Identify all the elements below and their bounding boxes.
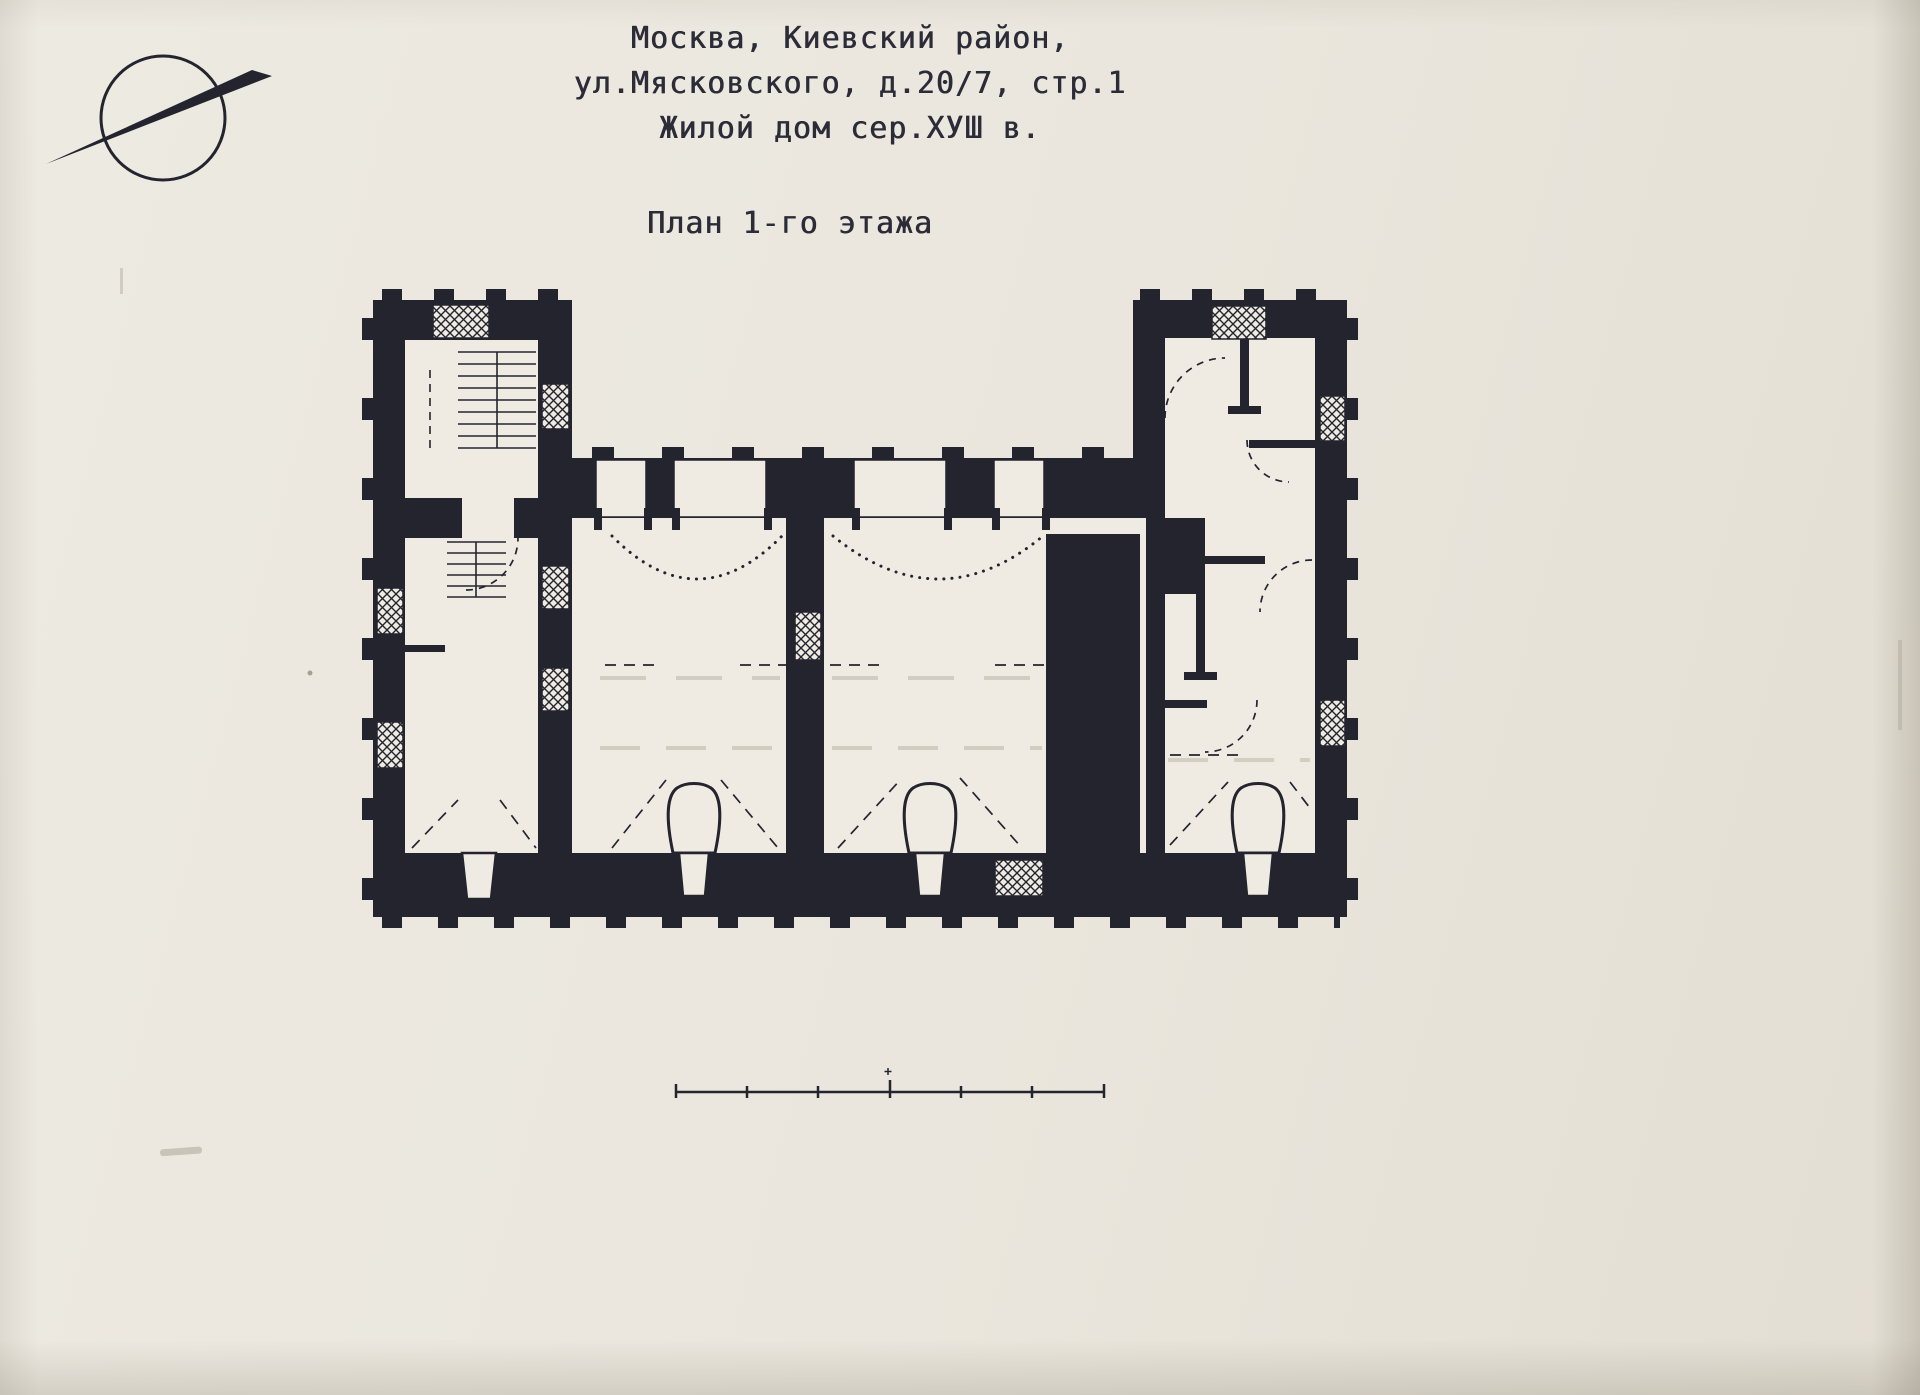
plan-hatched-openings	[376, 304, 1346, 897]
scale-bar	[674, 1068, 1106, 1098]
paper-marks	[120, 268, 1902, 1157]
title-line-2: ул.Мясковского, д.20/7, стр.1	[573, 66, 1127, 101]
plan-dashed-lines	[411, 664, 1314, 849]
scale-bar-center-mark	[884, 1068, 892, 1075]
title-line-1: Москва, Киевский район,	[630, 21, 1070, 56]
plan-faint-lines	[600, 676, 1310, 762]
document-header: Москва, Киевский район, ул.Мясковского, …	[520, 16, 1180, 151]
plan-door-arcs	[465, 357, 1313, 753]
plan-window-reveals	[594, 508, 1050, 530]
first-floor-plan	[362, 289, 1358, 928]
plan-vault-arcs	[610, 534, 1045, 581]
plan-pilasters	[362, 289, 1358, 928]
plan-interior-walls	[405, 338, 1315, 853]
compass-circle-logo	[46, 54, 272, 182]
title-line-3: Жилой дом сер.ХУШ в.	[659, 111, 1041, 146]
plan-window-openings	[595, 309, 1257, 518]
plan-stairs	[429, 351, 536, 598]
plan-caption: План 1-го этажа	[647, 206, 933, 241]
